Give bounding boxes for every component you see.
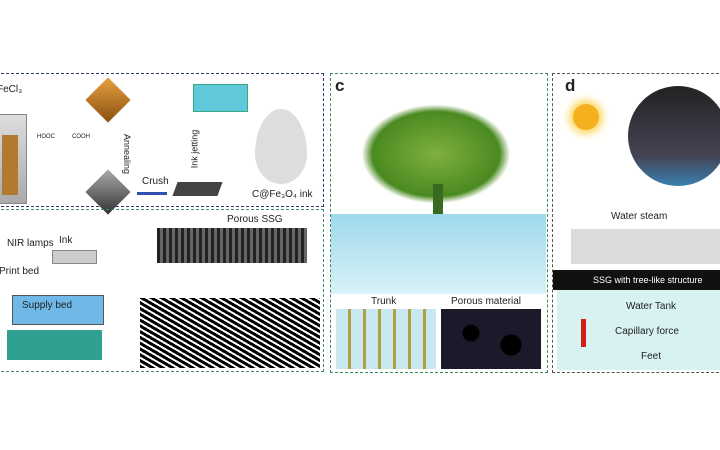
porous-ssg-label: Porous SSG [227,214,283,225]
porous-label: Porous material [451,296,522,307]
ink-jetting-label: Ink jetting [189,129,200,169]
water [331,214,546,294]
hooc-label: HOOC [37,134,55,140]
capillary-label: Capillary force [615,326,679,337]
supply-bed-label: Supply bed [22,300,73,311]
carbon-octahedron [85,169,131,215]
crush-label: Crush [142,176,169,187]
ssg-label: SSG with tree-like structure [593,275,703,285]
nir-label: NIR lamps [7,238,54,249]
printhead [193,84,248,112]
ink-label-b: Ink [59,235,73,246]
crush-arrow [137,192,167,195]
porous-micro [441,309,541,369]
mof-octahedron [85,77,131,123]
print-bed-label: Print bed [0,266,40,277]
ink-label: C@Fe₃O₄ ink [252,189,313,200]
steam [571,229,720,264]
tank-label: Water Tank [626,301,677,312]
cooh-label: COOH [72,134,90,140]
panel-tree: c Trunk Porous material [330,73,548,373]
ssg-layer [553,270,720,290]
red-arrow [581,319,586,347]
feet-label: Feet [641,351,662,362]
panel-letter-c: c [335,76,345,95]
ink-cartridge [52,250,97,264]
particles [172,182,223,196]
panel-letter-d: d [565,76,576,95]
steam-label: Water steam [611,211,668,222]
panel-printing: NIR lamps Ink Print bed Supply bed Porou… [0,209,324,372]
trunk-micro [336,309,436,369]
ssg-zoom [140,298,320,368]
photo [628,86,720,186]
ink-drop [255,109,307,184]
trunk-label: Trunk [371,296,397,307]
panel-device: d Water steam SSG with tree-like structu… [552,73,720,373]
panel-synthesis: FeCl₃ HOOC COOH Annealing Crush Ink jett… [0,73,324,215]
annealing-label: Annealing [122,133,133,175]
supply-bed [12,295,104,325]
sun-icon [573,104,599,130]
ssg-surface [157,228,307,263]
fecl3-label: FeCl₃ [0,84,23,95]
base [7,330,102,360]
autoclave [0,114,27,204]
